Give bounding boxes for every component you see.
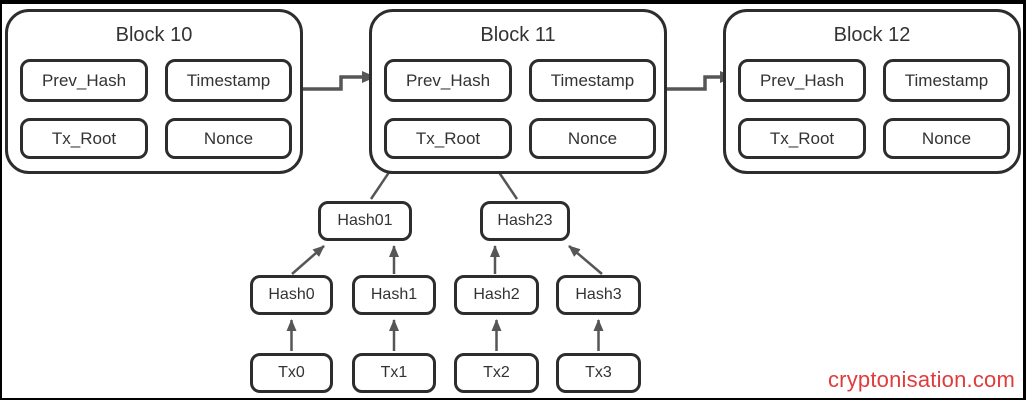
block-title: Block 12: [833, 24, 911, 46]
field-timestamp: Timestamp: [883, 59, 1010, 102]
merkle-node-hash0: Hash0: [250, 275, 333, 315]
merkle-node-hash2: Hash2: [454, 275, 539, 315]
watermark: cryptonisation.com: [827, 367, 1015, 392]
field-timestamp: Timestamp: [529, 59, 656, 102]
field-tx-root: Tx_Root: [20, 118, 148, 159]
block-11-card: Block 11 Prev_Hash Timestamp Tx_Root Non…: [369, 9, 667, 174]
block-12-card: Block 12 Prev_Hash Timestamp Tx_Root Non…: [723, 9, 1021, 174]
arrow-block10-to-block11: [303, 71, 376, 91]
field-prev-hash: Prev_Hash: [20, 59, 148, 102]
tx-node-tx0: Tx0: [250, 353, 333, 393]
field-prev-hash: Prev_Hash: [384, 59, 512, 102]
field-nonce: Nonce: [883, 118, 1010, 159]
field-timestamp: Timestamp: [165, 59, 292, 102]
field-tx-root: Tx_Root: [738, 118, 866, 159]
field-nonce: Nonce: [165, 118, 292, 159]
field-prev-hash: Prev_Hash: [738, 59, 866, 102]
block-title: Block 11: [480, 24, 556, 46]
tx-node-tx2: Tx2: [454, 353, 539, 393]
merkle-node-hash01: Hash01: [318, 201, 412, 241]
arrow-hash3-to-hash23: [568, 245, 603, 275]
block-10-card: Block 10 Prev_Hash Timestamp Tx_Root Non…: [5, 9, 303, 174]
field-nonce: Nonce: [529, 118, 656, 159]
merkle-node-hash3: Hash3: [556, 275, 641, 315]
arrow-hash0-to-hash01: [291, 245, 325, 275]
tx-node-tx1: Tx1: [352, 353, 436, 393]
block-title: Block 10: [115, 24, 193, 46]
tx-node-tx3: Tx3: [556, 353, 641, 393]
field-tx-root: Tx_Root: [384, 118, 512, 159]
merkle-node-hash1: Hash1: [352, 275, 436, 315]
merkle-node-hash23: Hash23: [480, 201, 570, 241]
